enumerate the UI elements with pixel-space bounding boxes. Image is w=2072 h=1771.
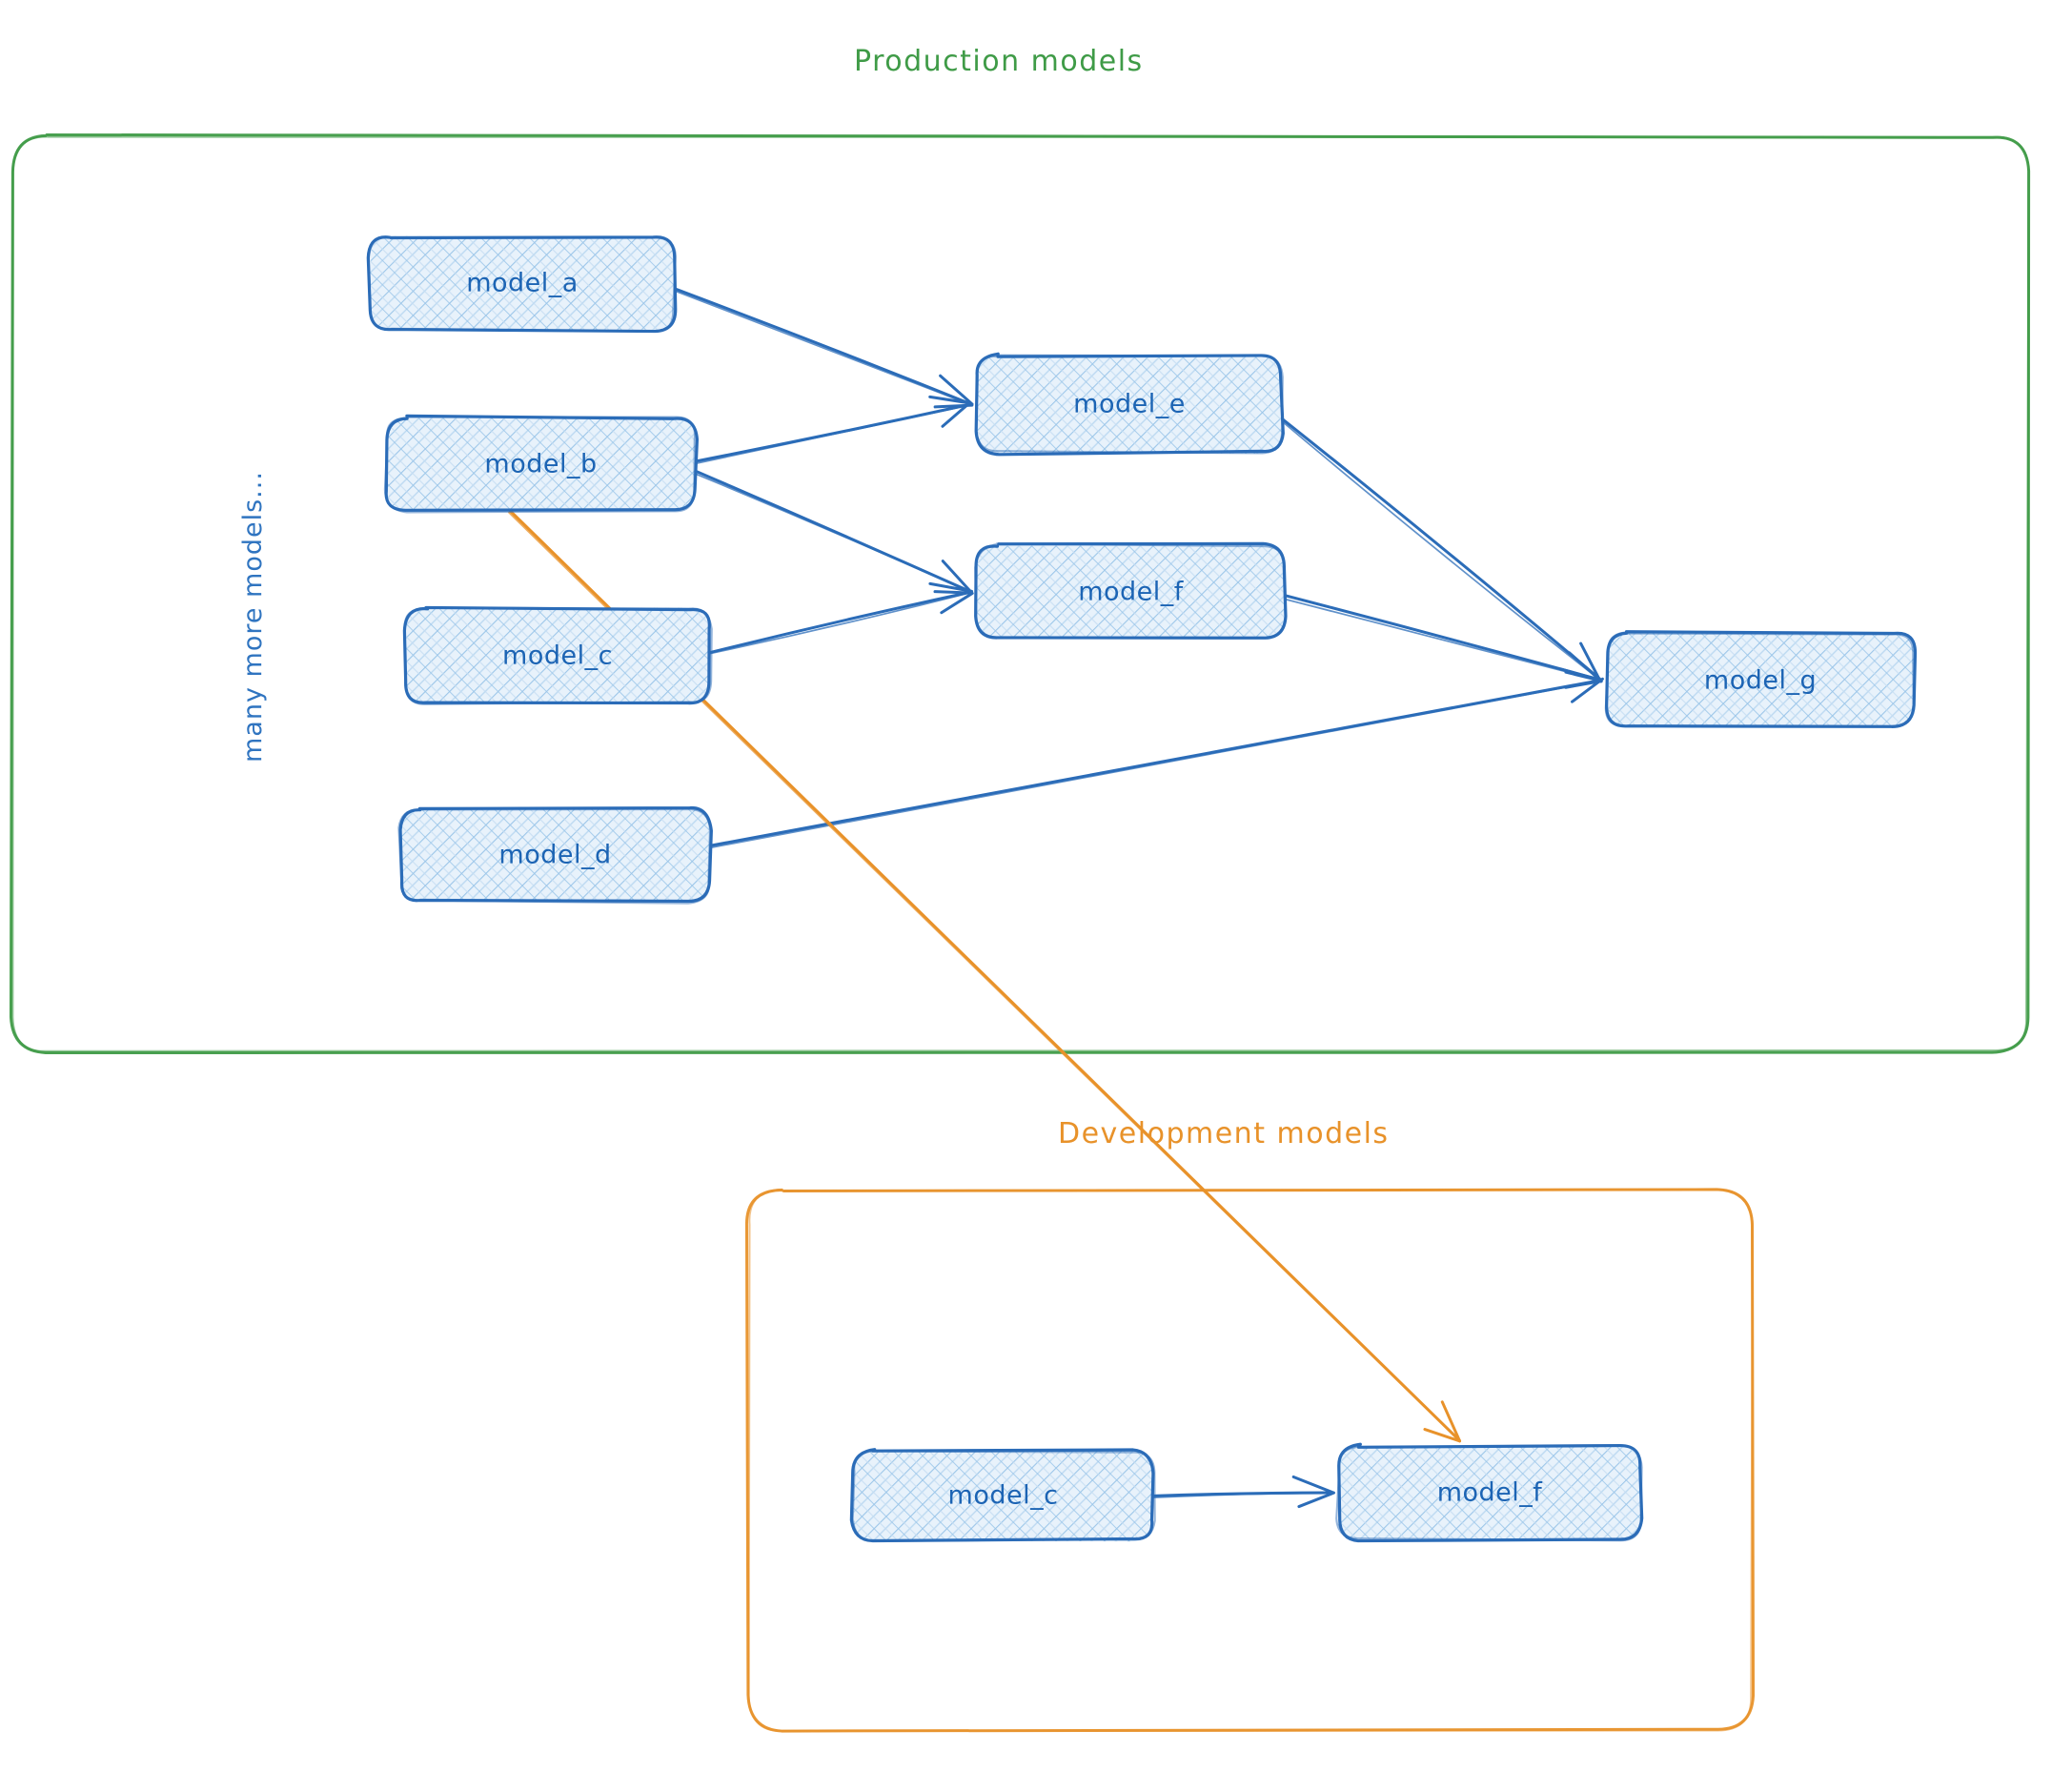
edge-arrowhead [1297,1491,1335,1509]
node-prod_model_d[interactable] [397,805,713,905]
edge-arrowhead [1568,651,1603,683]
edge-arrowhead [941,401,972,428]
node-prod_model_g[interactable] [1604,630,1918,728]
group-containers [9,132,2031,1733]
node-dev_model_f[interactable] [1335,1442,1644,1543]
edge-arrowhead [940,591,974,615]
edge-line [708,679,1603,847]
edge-arrowhead [1559,667,1603,682]
group-container-development [744,1188,1756,1733]
edge-d-to-g [708,667,1604,849]
edge-line [1280,417,1603,682]
edge-line [1279,418,1602,682]
edge-line [672,287,973,406]
group-title-development: Development models [1058,1117,1390,1150]
edge-arrowhead [928,395,972,405]
node-outline [851,1450,1156,1542]
edge-line [693,402,973,463]
edge-e-to-g [1279,417,1603,683]
node-fill-cross [975,355,1283,454]
edge-line [708,590,973,655]
node-fill-cross [976,544,1286,639]
edge-arrowhead [939,374,974,406]
annotation-many-more: many more models... [238,471,268,763]
node-outline [383,416,697,514]
node-fill-cross [404,607,711,704]
node-dev_model_c[interactable] [849,1448,1156,1543]
node-prod_model_e[interactable] [974,352,1285,457]
edge-a-to-e [672,287,974,409]
edge-arrowhead [928,581,974,593]
node-prod_model_c[interactable] [402,605,713,705]
edge-line [1282,598,1602,682]
edge-line [709,591,972,655]
edge-line [693,472,972,594]
node-prod_model_f[interactable] [974,541,1288,640]
node-fill-cross [385,417,697,511]
edge-c-to-f [708,581,974,655]
edge-line [709,680,1602,849]
node-fill-cross [398,807,711,903]
edge-line [673,289,972,406]
node-outline [974,542,1287,640]
edges-layer [508,287,1604,1509]
node-fill-cross [1337,1445,1642,1540]
edge-arrowhead [1291,1475,1335,1495]
edge-line [1283,594,1603,682]
node-fill-cross [369,235,677,330]
node-outline [1335,1444,1643,1542]
node-outline [397,807,711,905]
edge-arrowhead [941,560,973,594]
edge-arrowhead [1423,1428,1462,1443]
edge-line [694,403,972,465]
group-title-production: Production models [854,45,1144,78]
edge-arrowhead [1579,641,1602,683]
group-outline [11,135,2030,1052]
group-container-production [9,132,2031,1054]
edge-b-to-e [693,395,973,465]
node-outline [403,606,713,705]
node-prod_model_b[interactable] [383,414,700,514]
nodes-layer [366,235,1918,1543]
group-outline [747,1188,1754,1733]
node-fill-cross [852,1450,1155,1542]
node-outline [368,235,677,333]
edge-b-to-f [693,470,973,595]
edge-devc-to-devf [1151,1475,1335,1509]
node-outline [1604,631,1915,727]
node-outline [975,354,1284,455]
edge-line [1151,1492,1333,1498]
edge-arrowhead [1440,1400,1462,1443]
node-prod_model_a[interactable] [366,235,678,334]
edge-arrowhead [1571,677,1604,703]
node-fill-cross [1606,631,1915,727]
